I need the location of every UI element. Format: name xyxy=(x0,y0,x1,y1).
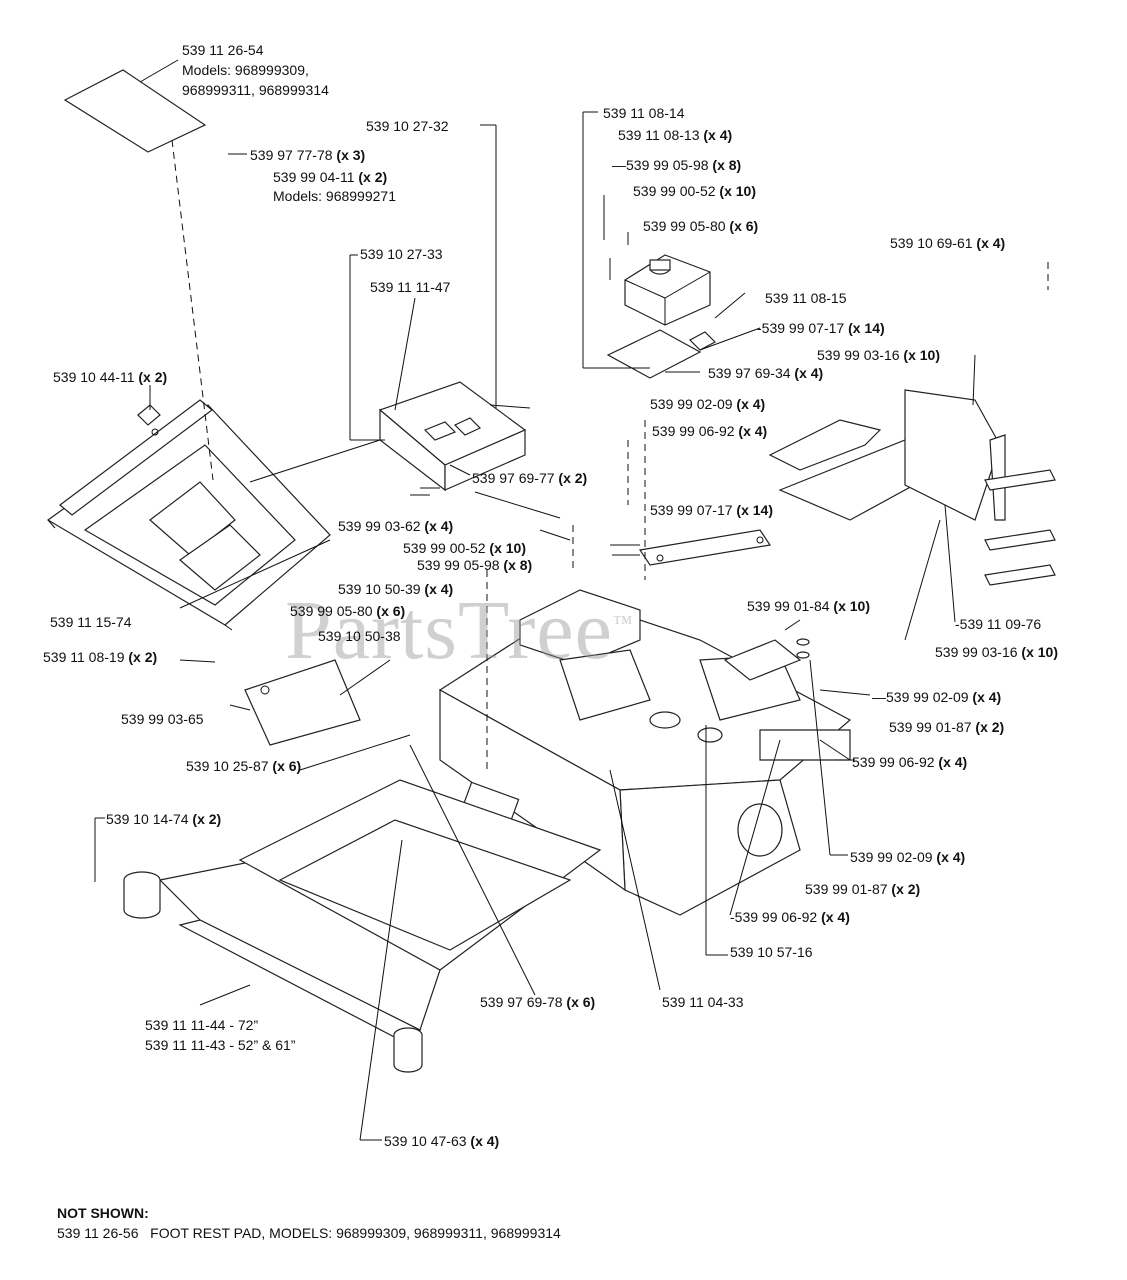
handle-bracket-part xyxy=(137,404,161,426)
part-label: 539 10 69-61 (x 4) xyxy=(890,235,1006,251)
not-shown-note: NOT SHOWN: 539 11 26-56 FOOT REST PAD, M… xyxy=(57,1203,561,1243)
part-label: 539 10 50-38 xyxy=(318,628,401,644)
part-label: 539 10 25-87 (x 6) xyxy=(186,758,302,774)
part-label-models: 968999311, 968999314 xyxy=(182,82,329,98)
part-label: 539 10 57-16 xyxy=(730,944,813,960)
part-label: 539 11 08-13 (x 4) xyxy=(618,127,733,143)
foot-plate-part xyxy=(46,404,331,631)
bracket-left-part xyxy=(244,659,361,746)
part-label: 539 99 04-11 (x 2) xyxy=(273,169,388,185)
part-label: —539 99 02-09 (x 4) xyxy=(872,689,1002,705)
part-label: -539 99 07-17 (x 14) xyxy=(757,320,885,336)
part-label-models: Models: 968999309, xyxy=(182,62,309,78)
part-label: 539 11 08-14 xyxy=(603,105,685,121)
part-label: 539 11 08-15 xyxy=(765,290,847,306)
part-label: 539 99 01-87 (x 2) xyxy=(889,719,1005,735)
part-label: 539 11 11-44 - 72” xyxy=(145,1017,259,1033)
part-label: 539 99 06-92 (x 4) xyxy=(852,754,968,770)
not-shown-line: 539 11 26-56 FOOT REST PAD, MODELS: 9689… xyxy=(57,1225,561,1241)
part-label: 539 10 27-33 xyxy=(360,246,443,262)
part-label: 539 99 03-62 (x 4) xyxy=(338,518,454,534)
part-label: 539 99 00-52 (x 10) xyxy=(633,183,756,199)
tank-tray-part xyxy=(606,329,716,379)
leader-lines xyxy=(94,59,1049,1141)
fuel-tank-part xyxy=(624,254,711,326)
part-label: —539 99 05-98 (x 8) xyxy=(612,157,742,173)
part-label: 539 10 47-63 (x 4) xyxy=(384,1133,500,1149)
part-label: 539 99 05-80 (x 6) xyxy=(290,603,406,619)
front-deck-part xyxy=(158,779,602,1041)
part-label-models: Models: 968999271 xyxy=(273,188,396,204)
part-label: 539 11 08-19 (x 2) xyxy=(43,649,158,665)
seat-mount-bracket-part xyxy=(350,381,531,492)
part-label: 539 99 03-16 (x 10) xyxy=(935,644,1058,660)
front-right-caster-part xyxy=(393,1027,423,1073)
part-label: 539 99 01-84 (x 10) xyxy=(747,598,870,614)
part-label: 539 97 69-34 (x 4) xyxy=(708,365,824,381)
part-label: 539 99 03-16 (x 10) xyxy=(817,347,940,363)
part-label: 539 99 02-09 (x 4) xyxy=(650,396,766,412)
part-label: 539 99 02-09 (x 4) xyxy=(850,849,966,865)
part-label: 539 11 04-33 xyxy=(662,994,744,1010)
part-label: 539 99 00-52 (x 10) xyxy=(403,540,526,556)
part-label: 539 99 05-98 (x 8) xyxy=(417,557,533,573)
part-label: 539 99 05-80 (x 6) xyxy=(643,218,759,234)
foot-rest-pad-part xyxy=(63,69,207,153)
front-left-caster-part xyxy=(123,871,161,919)
part-label: 539 10 50-39 (x 4) xyxy=(338,581,454,597)
part-label: 539 99 01-87 (x 2) xyxy=(805,881,921,897)
part-label: 539 97 69-77 (x 2) xyxy=(472,470,588,486)
part-label: 539 10 27-32 xyxy=(366,118,449,134)
part-label: 539 11 26-54 xyxy=(182,42,264,58)
part-label: 539 11 15-74 xyxy=(50,614,132,630)
part-label: 539 11 11-43 - 52” & 61” xyxy=(145,1037,296,1053)
part-label: 539 97 69-78 (x 6) xyxy=(480,994,596,1010)
part-label: 539 99 06-92 (x 4) xyxy=(652,423,768,439)
part-label: -539 99 06-92 (x 4) xyxy=(730,909,850,925)
side-rails-part xyxy=(984,469,1056,586)
foot-arm-part xyxy=(59,399,213,516)
part-label: 539 97 77-78 (x 3) xyxy=(250,147,366,163)
part-label: 539 99 07-17 (x 14) xyxy=(650,502,773,518)
part-label: 539 11 11-47 xyxy=(370,279,451,295)
center-mount-bar-part xyxy=(638,529,772,566)
part-label: 539 10 14-74 (x 2) xyxy=(106,811,222,827)
part-label: 539 10 44-11 (x 2) xyxy=(53,369,168,385)
bracket-right-part xyxy=(723,639,851,761)
part-label: 539 99 03-65 xyxy=(121,711,204,727)
bolt-hardware-part xyxy=(410,487,810,659)
seat-platform-part xyxy=(768,389,1006,521)
main-frame-part xyxy=(438,589,852,916)
part-label: -539 11 09-76 xyxy=(955,616,1042,632)
not-shown-heading: NOT SHOWN: xyxy=(57,1205,149,1221)
